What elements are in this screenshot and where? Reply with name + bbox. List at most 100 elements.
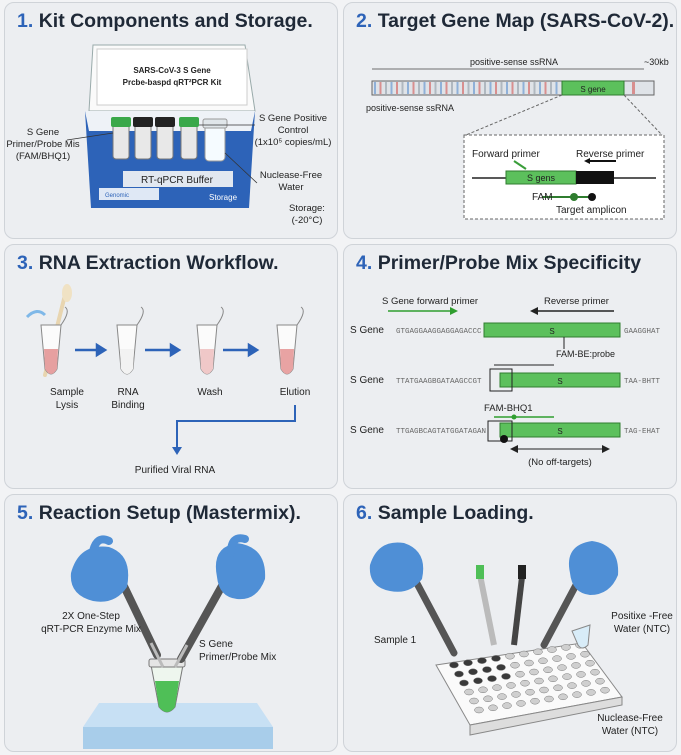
svg-text:Positixe -Free: Positixe -Free [611,611,673,622]
panel-gene-map: 2. Target Gene Map (SARS-CoV-2). positiv… [343,2,677,239]
genome-stripe [489,82,492,94]
svg-text:RNA: RNA [117,387,138,398]
plate-well [510,661,520,669]
svg-text:FAM-BE:probe: FAM-BE:probe [556,349,615,359]
plate-well [585,659,595,667]
svg-text:Water (NTC): Water (NTC) [602,726,658,737]
plate-well [572,691,582,698]
plate-well [491,655,501,662]
plate-well [496,664,506,671]
plate-well [502,702,512,709]
svg-text:Lysis: Lysis [56,400,78,411]
genome-stripes [374,82,635,94]
svg-text:(1x10⁵ copies/mL): (1x10⁵ copies/mL) [255,137,332,148]
plate-well [505,652,515,660]
svg-text:S Gene: S Gene [199,639,233,650]
svg-text:FAM-BHQ1: FAM-BHQ1 [484,403,533,414]
genome-stripe [484,82,486,94]
tube-liquid [120,349,134,374]
svg-text:Forward primer: Forward primer [472,149,540,160]
genome-stripe [401,82,404,94]
svg-text:qRT-PCR Enzyme Mix: qRT-PCR Enzyme Mix [41,624,141,635]
plate-well [506,682,516,689]
genome-stripe [555,82,558,94]
genome-stripe [412,82,415,94]
plate-well [567,682,577,689]
svg-text:positive-sense ssRNA: positive-sense ssRNA [366,103,454,113]
plate-well [538,657,548,665]
svg-text:Genomic: Genomic [105,193,129,199]
panel-title: 1. Kit Components and Storage. [17,10,313,32]
genome-stripe [390,82,393,94]
plate-well [580,650,590,658]
plate-well [477,657,487,664]
genome-stripe [511,82,514,94]
plate-well [464,688,474,696]
plate-well [533,648,543,656]
tube-liquid [280,349,294,374]
svg-text:(FAM/BHQ1): (FAM/BHQ1) [16,151,70,162]
svg-text:Control: Control [278,125,309,136]
plate-well [571,662,581,669]
genome-stripe [379,82,382,94]
genome-stripe [533,82,536,94]
svg-text:TAA-BHTT: TAA-BHTT [624,378,661,386]
panel-kit-components: 1. Kit Components and Storage. SARS-CoV-… [4,2,338,239]
extraction-tubes [40,306,304,375]
plate-well [520,679,530,687]
svg-text:(No off-targets): (No off-targets) [528,457,592,468]
svg-text:S gens: S gens [527,173,556,183]
svg-text:2X One-Step: 2X One-Step [62,611,120,622]
svg-text:S: S [549,327,554,336]
genome-stripe [374,82,376,94]
genome-stripe [429,82,431,94]
genome-stripe [418,82,420,94]
svg-text:Sample: Sample [50,387,84,398]
svg-text:Reverse primer: Reverse primer [576,149,645,160]
tube-liquid [44,349,58,374]
svg-text:Target amplicon: Target amplicon [556,205,627,216]
genome-stripe [407,82,409,94]
svg-text:Water: Water [279,182,304,193]
panel-reaction-setup: 5. Reaction Setup (Mastermix). 2X One-St… [4,494,338,752]
plate-well [487,675,497,682]
genome-stripe [462,82,464,94]
svg-text:FAM: FAM [532,192,553,203]
plate-well [539,686,549,694]
plate-well [488,704,498,712]
plate-well [590,668,600,676]
svg-text:TTATGAAGBGATAAGCCGT: TTATGAAGBGATAAGCCGT [396,378,482,386]
genome-stripe [445,82,448,94]
svg-text:S Gene forward primer: S Gene forward primer [382,296,478,307]
svg-text:GAAGGHAT: GAAGGHAT [624,328,661,336]
panel-sample-loading: 6. Sample Loading. Sample 1 Positixe -Fr… [343,494,677,752]
plate-well [595,677,605,685]
svg-text:Binding: Binding [111,400,144,411]
panel-title: 2. Target Gene Map (SARS-CoV-2). [356,10,675,32]
panel-extraction: 3. RNA Extraction Workflow. Sample Lysis… [4,244,338,489]
svg-text:Primer/Probe Mix: Primer/Probe Mix [199,652,276,663]
svg-text:S: S [557,377,562,386]
plate-well [566,653,576,660]
svg-text:Reverse primer: Reverse primer [544,296,609,307]
genome-stripe [544,82,547,94]
svg-text:(-20°C): (-20°C) [292,215,323,226]
genome-stripe [385,82,387,94]
plate-well [553,684,563,692]
extraction-illustration: Sample Lysis RNA Binding Wash Elution Pu… [25,284,310,476]
svg-text:S Gene Positive: S Gene Positive [259,113,327,124]
plate-well [478,686,488,694]
plate-well [501,673,511,680]
plate-well [552,655,562,662]
plate-well [463,659,473,667]
svg-text:S Gene: S Gene [350,375,384,386]
plate-well [529,668,539,676]
tube-cap [216,306,224,326]
plate-well [524,659,534,667]
svg-text:Storage: Storage [209,193,238,202]
tube-liquid [200,349,214,374]
plate-well [519,650,529,658]
genome-stripe [396,82,398,94]
panel-title: 6. Sample Loading. [356,502,534,524]
plate-well [469,697,479,705]
